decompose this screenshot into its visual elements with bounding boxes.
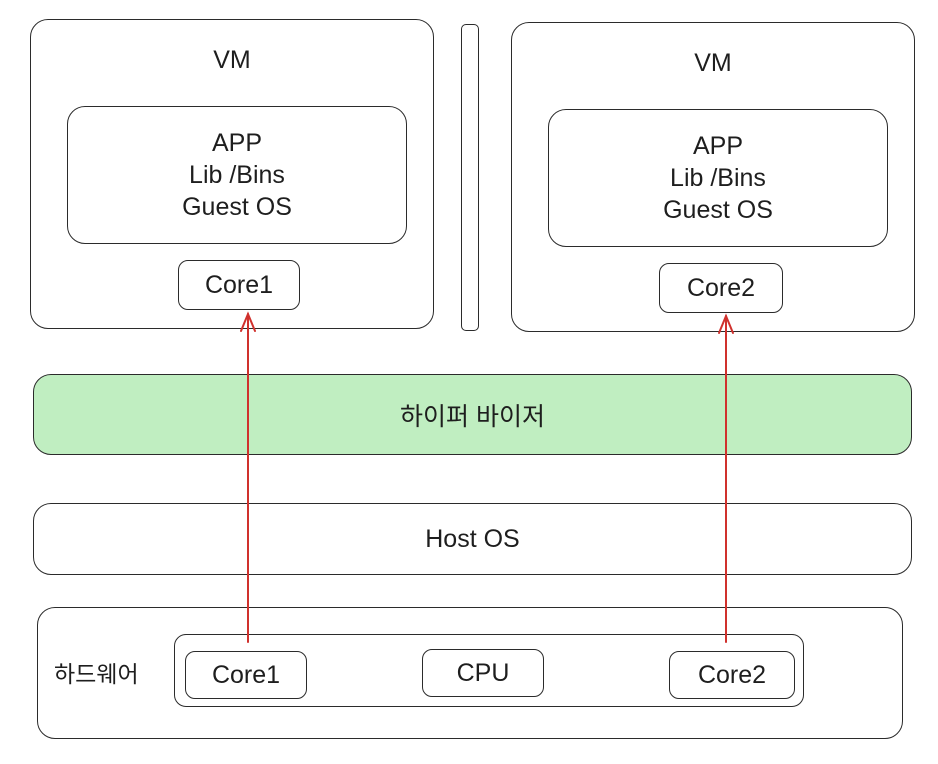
hypervisor-label: 하이퍼 바이저 bbox=[400, 402, 545, 431]
vm-title: VM bbox=[694, 49, 732, 77]
stack-libbins: Lib /Bins bbox=[189, 161, 285, 189]
stack-libbins: Lib /Bins bbox=[670, 164, 766, 192]
cpu-group: Core1 CPU Core2 bbox=[174, 634, 804, 707]
vm-core-box: Core2 bbox=[659, 263, 783, 313]
cpu-label: CPU bbox=[456, 658, 510, 687]
host-os-label: Host OS bbox=[425, 524, 520, 553]
vm-core-label: Core2 bbox=[686, 273, 756, 302]
hardware-label: 하드웨어 bbox=[54, 661, 139, 687]
hw-core2-label: Core2 bbox=[697, 660, 767, 689]
cpu-box: CPU bbox=[422, 649, 544, 697]
hw-core1-label: Core1 bbox=[211, 660, 281, 689]
hypervisor-layer: 하이퍼 바이저 bbox=[33, 374, 912, 455]
stack-app: APP bbox=[692, 132, 744, 160]
vm-box-2: VM APP Lib /Bins Guest OS Core2 bbox=[511, 22, 915, 332]
stack-guest-os: Guest OS bbox=[663, 196, 773, 224]
stack-app: APP bbox=[211, 129, 263, 157]
hardware-layer: 하드웨어 Core1 CPU Core2 bbox=[37, 607, 903, 739]
vm-core-label: Core1 bbox=[204, 270, 274, 299]
stack-guest-os: Guest OS bbox=[182, 193, 292, 221]
vm-title: VM bbox=[213, 46, 251, 74]
vm-core-box: Core1 bbox=[178, 260, 300, 310]
vm-box-1: VM APP Lib /Bins Guest OS Core1 bbox=[30, 19, 434, 329]
guest-stack-box: APP Lib /Bins Guest OS bbox=[67, 106, 407, 244]
guest-stack-box: APP Lib /Bins Guest OS bbox=[548, 109, 888, 247]
vm-divider bbox=[461, 24, 479, 331]
hw-core2-box: Core2 bbox=[669, 651, 795, 699]
hw-core1-box: Core1 bbox=[185, 651, 307, 699]
host-os-layer: Host OS bbox=[33, 503, 912, 575]
